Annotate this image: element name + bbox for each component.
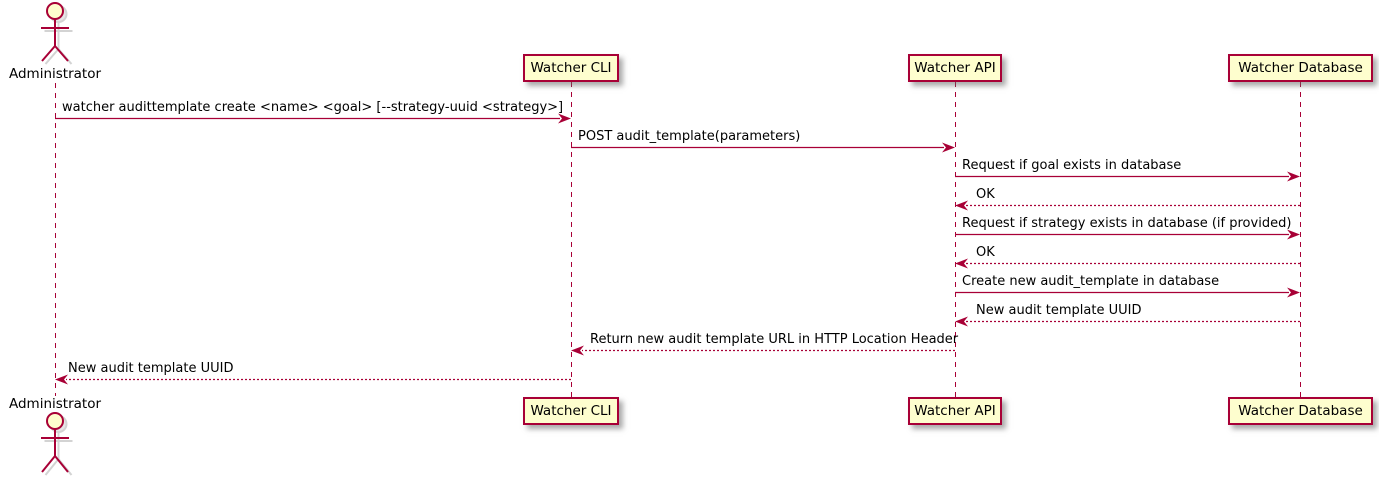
actor-bottom-icon — [41, 412, 73, 476]
message-label-5: Request if strategy exists in database (… — [962, 216, 1292, 231]
actor-bottom-label: Administrator — [8, 396, 102, 412]
participant-watcher-cli-top: Watcher CLI — [523, 54, 619, 82]
actor-top-icon — [41, 2, 73, 65]
participant-watcher-api-top: Watcher API — [908, 54, 1002, 82]
message-arrows — [55, 113, 1300, 385]
message-label-7: Create new audit_template in database — [962, 274, 1220, 289]
participant-watcher-cli-bottom: Watcher CLI — [523, 397, 619, 425]
message-label-3: Request if goal exists in database — [962, 158, 1182, 173]
participant-watcher-database-top: Watcher Database — [1228, 54, 1373, 82]
message-label-9: Return new audit template URL in HTTP Lo… — [590, 332, 959, 347]
message-label-4: OK — [976, 187, 995, 202]
message-label-10: New audit template UUID — [68, 361, 234, 376]
participant-watcher-database-bottom: Watcher Database — [1228, 397, 1373, 425]
message-label-8: New audit template UUID — [976, 303, 1142, 318]
actor-top-label: Administrator — [8, 66, 102, 82]
lifelines — [55, 82, 1301, 397]
message-label-2: POST audit_template(parameters) — [578, 129, 801, 144]
message-label-6: OK — [976, 245, 995, 260]
message-label-1: watcher audittemplate create <name> <goa… — [62, 100, 564, 115]
participant-watcher-api-bottom: Watcher API — [908, 397, 1002, 425]
